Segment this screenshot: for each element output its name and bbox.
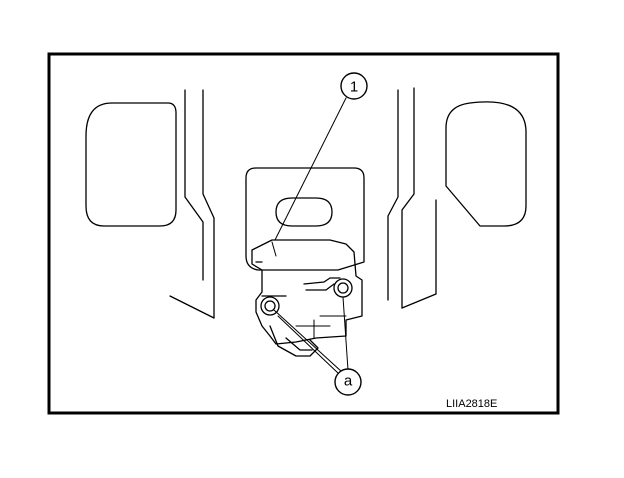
right-frame-member — [387, 87, 437, 309]
callout-bolts-a: a — [334, 368, 362, 396]
left-frame-member — [169, 89, 215, 319]
right-body-opening — [445, 101, 527, 227]
leader-line-bolt-a-right — [342, 296, 349, 371]
leader-line-bolt-a-left-2 — [277, 315, 340, 375]
plate-slot — [275, 197, 333, 227]
diagram-frame — [47, 52, 560, 415]
bolt-lower-left — [260, 296, 280, 316]
callout-bolts-a-label: a — [344, 373, 353, 390]
figure-code: LIIA2818E — [446, 398, 497, 410]
mounting-plate — [245, 167, 365, 271]
leader-line-part-1 — [274, 97, 347, 241]
leader-line-bolt-a-left — [273, 309, 343, 373]
left-body-opening — [85, 102, 177, 227]
callout-part-1: 1 — [340, 72, 368, 100]
hood-lock-body — [251, 239, 363, 357]
callout-part-1-label: 1 — [350, 79, 358, 96]
